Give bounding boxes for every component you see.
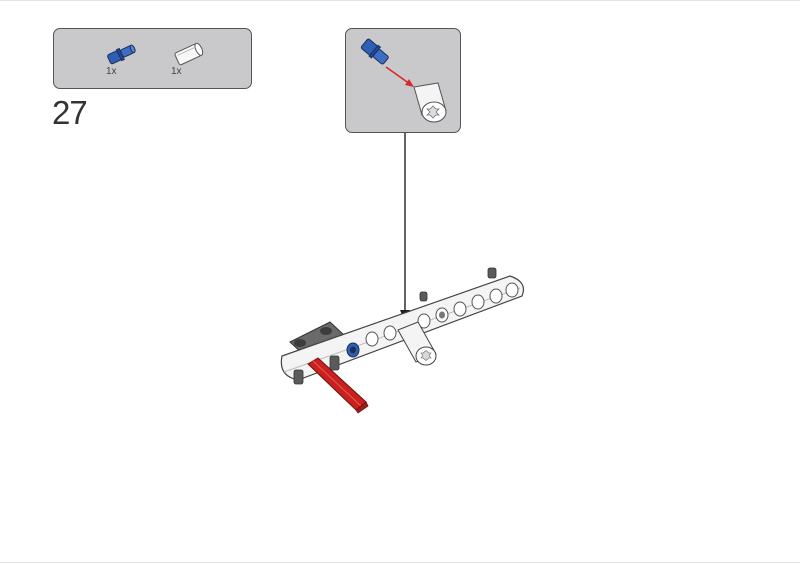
beam-holes [365,282,519,347]
white-connector-icon [174,42,204,66]
bottom-pins [293,355,340,385]
blue-pin-in-beam [346,342,360,358]
callout-white-connector [413,82,447,123]
bottom-rule [0,562,800,563]
top-pins [419,267,497,302]
subassembly-callout [345,28,461,133]
callout-blue-pin [360,38,389,65]
blue-pin-icon [107,44,136,65]
parts-list-panel: 1x 1x [53,28,252,89]
white-connector-placed [397,321,437,366]
red-axle [307,357,369,414]
part-quantity: 1x [171,66,182,77]
step-number: 27 [52,94,88,131]
blue-connector-pin-part [102,39,146,83]
red-arrow-head [405,79,414,87]
red-arrow-line [385,66,411,85]
white-axle-connector-part [168,39,212,83]
subassembly-illustration [360,38,447,123]
top-rule [0,0,800,1]
part-quantity: 1x [106,66,117,77]
